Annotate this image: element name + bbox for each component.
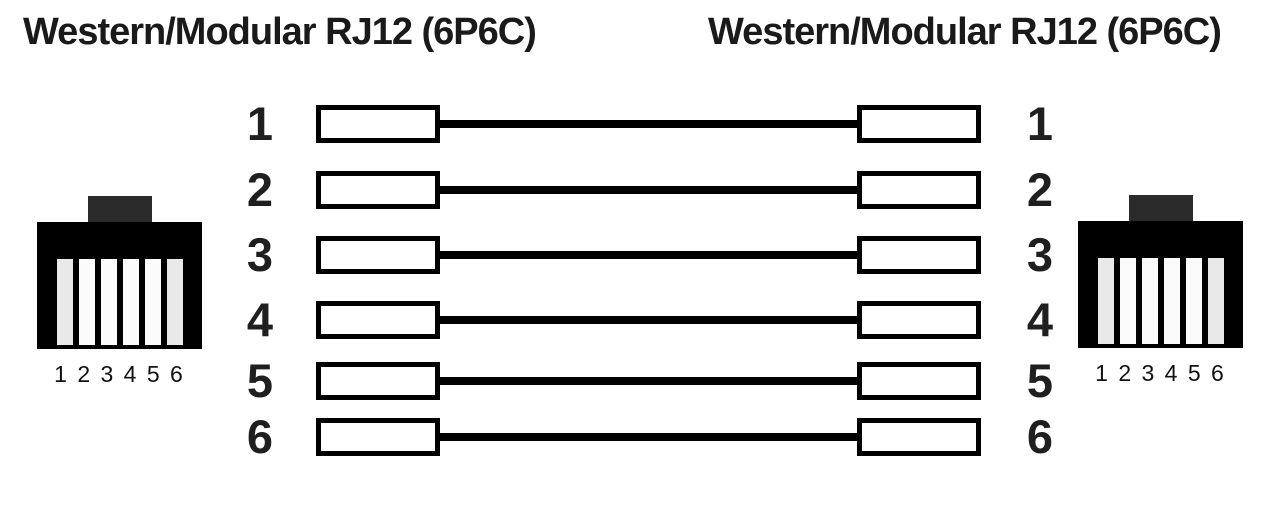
left-pin-contact-box xyxy=(316,362,440,400)
pin-slot xyxy=(1164,258,1180,344)
wire-line xyxy=(440,120,857,128)
pin-slot xyxy=(145,259,161,345)
pin-slot xyxy=(101,259,117,345)
left-pin-contact-box xyxy=(316,171,440,209)
pin-slot xyxy=(57,259,73,345)
wire-line xyxy=(440,186,857,194)
left-connector-pin-slots xyxy=(57,259,183,345)
right-pin-number: 1 xyxy=(1026,97,1054,150)
right-pin-contact-box xyxy=(857,171,981,209)
left-pin-number: 6 xyxy=(246,410,274,463)
left-pin-number: 4 xyxy=(246,293,274,346)
right-pin-contact-box xyxy=(857,236,981,274)
right-pin-contact-box xyxy=(857,105,981,143)
right-connector-body xyxy=(1078,221,1243,348)
left-pin-number: 1 xyxy=(246,97,274,150)
right-connector-clip-tab xyxy=(1129,195,1193,223)
left-connector-body xyxy=(37,222,202,349)
pin-slot xyxy=(79,259,95,345)
left-pin-contact-box xyxy=(316,105,440,143)
right-pin-number: 3 xyxy=(1026,228,1054,281)
pin-slot xyxy=(123,259,139,345)
left-pin-number: 5 xyxy=(246,354,274,407)
right-pin-number: 6 xyxy=(1026,410,1054,463)
left-connector-pin-numbers: 1 2 3 4 5 6 xyxy=(54,361,185,387)
right-connector-pin-slots xyxy=(1098,258,1224,344)
left-connector-title: Western/Modular RJ12 (6P6C) xyxy=(23,11,537,53)
pin-slot xyxy=(1098,258,1114,344)
pin-slot xyxy=(1208,258,1224,344)
right-pin-contact-box xyxy=(857,418,981,456)
wire-line xyxy=(440,433,857,441)
right-pin-number: 5 xyxy=(1026,354,1054,407)
pin-slot xyxy=(1186,258,1202,344)
right-pin-number: 4 xyxy=(1026,293,1054,346)
right-pin-number: 2 xyxy=(1026,163,1054,216)
wire-line xyxy=(440,316,857,324)
left-connector-clip-tab xyxy=(88,196,152,224)
left-pin-contact-box xyxy=(316,418,440,456)
left-pin-number: 3 xyxy=(246,228,274,281)
pin-slot xyxy=(1120,258,1136,344)
wire-line xyxy=(440,251,857,259)
right-pin-contact-box xyxy=(857,362,981,400)
left-pin-number: 2 xyxy=(246,163,274,216)
right-pin-contact-box xyxy=(857,301,981,339)
wire-line xyxy=(440,377,857,385)
left-pin-contact-box xyxy=(316,236,440,274)
right-connector-pin-numbers: 1 2 3 4 5 6 xyxy=(1095,360,1226,386)
right-connector-title: Western/Modular RJ12 (6P6C) xyxy=(708,11,1222,53)
left-pin-contact-box xyxy=(316,301,440,339)
pin-slot xyxy=(167,259,183,345)
pin-slot xyxy=(1142,258,1158,344)
